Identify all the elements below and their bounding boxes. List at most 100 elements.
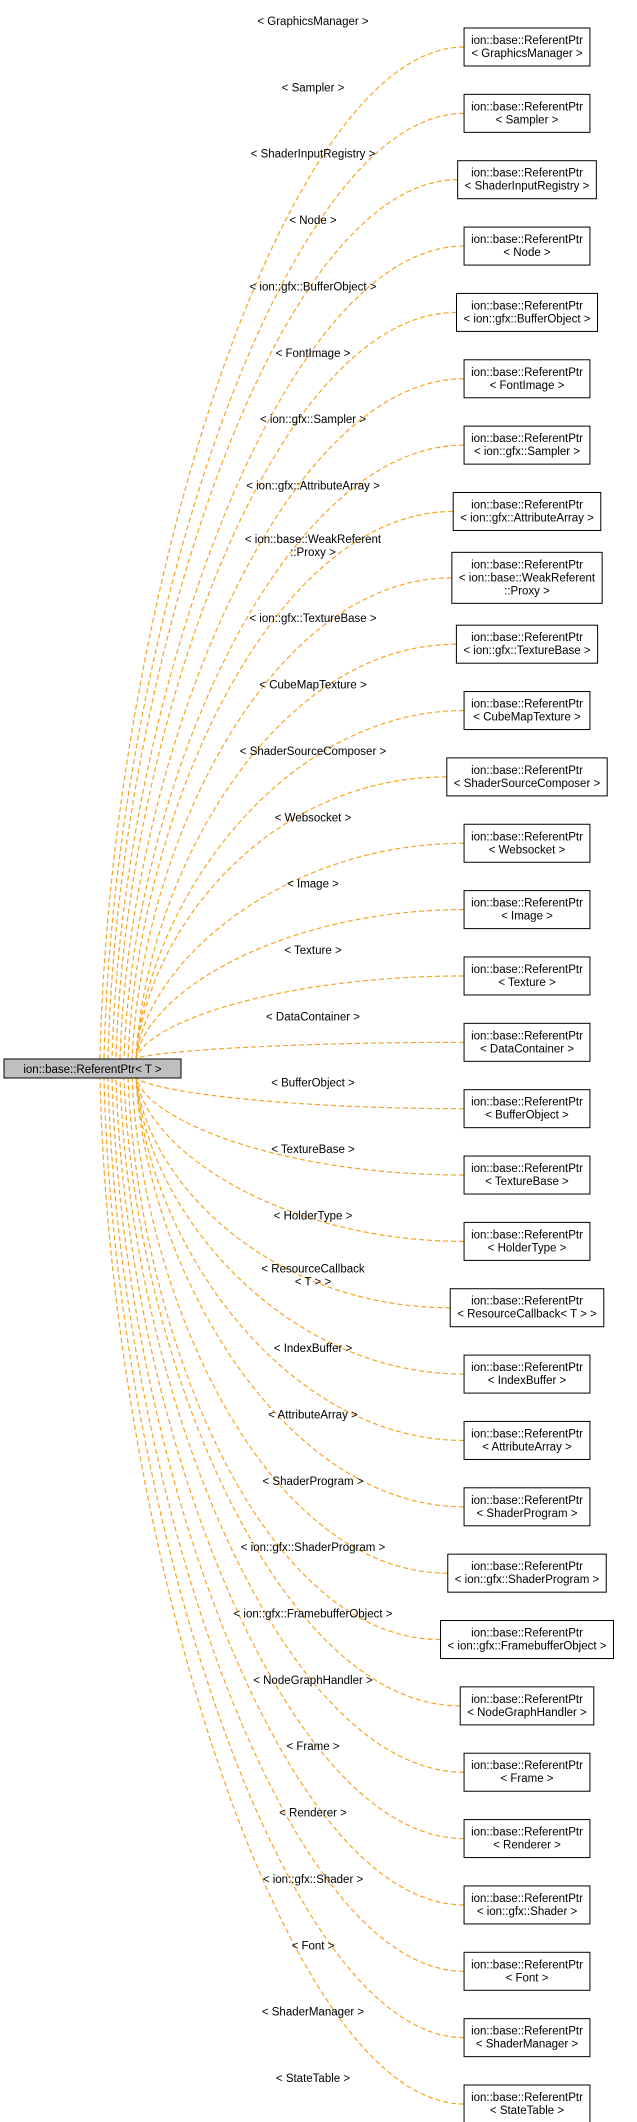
class-node[interactable]: ion::base::ReferentPtr< NodeGraphHandler… <box>459 1686 595 1726</box>
edge-label: < StateTable > <box>276 2073 350 2085</box>
class-node-box <box>463 359 591 399</box>
class-node[interactable]: ion::base::ReferentPtr< ion::base::WeakR… <box>451 551 603 604</box>
inheritance-edge <box>104 1071 465 1972</box>
inheritance-edge <box>112 1071 465 1840</box>
class-node-label: ion::base::ReferentPtr <box>471 1362 583 1374</box>
inheritance-edge <box>132 1071 465 1375</box>
class-node[interactable]: ion::base::ReferentPtr< ion::gfx::Attrib… <box>452 491 602 531</box>
edge-label: < BufferObject > <box>271 1078 355 1090</box>
class-node[interactable]: ion::base::ReferentPtr< Image > <box>463 890 591 930</box>
edge-label: < TextureBase > <box>271 1144 355 1156</box>
class-node-label: ion::base::ReferentPtr <box>471 765 583 777</box>
class-node-label: < GraphicsManager > <box>471 48 583 60</box>
class-node-label: ion::base::ReferentPtr <box>471 699 583 711</box>
class-node-box <box>459 1686 595 1726</box>
class-node[interactable]: ion::base::ReferentPtr< StateTable > <box>463 2084 591 2122</box>
edge-label: < IndexBuffer > <box>274 1343 353 1355</box>
class-node[interactable]: ion::base::ReferentPtr< Sampler > <box>463 93 591 133</box>
class-node-box <box>463 425 591 465</box>
class-node-box <box>463 823 591 863</box>
class-node-label: ion::base::ReferentPtr <box>471 964 583 976</box>
class-node-label: < Websocket > <box>489 844 566 856</box>
inheritance-edge <box>116 378 465 1065</box>
class-node-box <box>463 27 591 67</box>
class-node-label: ion::base::ReferentPtr <box>471 300 583 312</box>
edge-label: < Font > <box>292 1940 335 1952</box>
class-node[interactable]: ion::base::ReferentPtr< HolderType > <box>463 1221 591 1261</box>
class-node-label: ion::base::ReferentPtr <box>471 1495 583 1507</box>
class-node-label: < ion::gfx::BufferObject > <box>464 313 591 325</box>
class-node-label: < ShaderProgram > <box>476 1508 577 1520</box>
edge-label: < ShaderSourceComposer > <box>240 746 387 758</box>
class-node-box <box>463 2084 591 2122</box>
inheritance-edge <box>132 909 465 1065</box>
class-node-box <box>449 1288 605 1328</box>
class-node-label: < Node > <box>503 247 551 259</box>
class-node-label: ion::base::ReferentPtr <box>471 433 583 445</box>
class-node[interactable]: ion::base::ReferentPtr< ShaderProgram > <box>463 1487 591 1527</box>
class-node-label: < ion::gfx::Sampler > <box>474 446 580 458</box>
class-node-box <box>457 160 597 200</box>
class-node-label: < ShaderManager > <box>476 2039 579 2051</box>
class-node[interactable]: ion::base::ReferentPtr< Frame > <box>463 1752 591 1792</box>
edge-label: < CubeMapTexture > <box>259 680 367 692</box>
class-node[interactable]: ion::base::ReferentPtr< ion::gfx::Sample… <box>463 425 591 465</box>
edge-label-layer: < GraphicsManager >< Sampler >< ShaderIn… <box>234 16 393 2085</box>
inheritance-edge <box>108 1071 465 1906</box>
class-node-label: < ion::gfx::FramebufferObject > <box>448 1641 607 1653</box>
class-node-label: ion::base::ReferentPtr <box>471 2026 583 2038</box>
class-node-label: < HolderType > <box>488 1242 567 1254</box>
root-node[interactable]: ion::base::ReferentPtr< T > <box>3 1058 182 1079</box>
class-node-label: ion::base::ReferentPtr <box>471 234 583 246</box>
edge-label: < Image > <box>287 879 339 891</box>
class-node-label: ion::base::ReferentPtr <box>471 831 583 843</box>
class-node-label: < DataContainer > <box>480 1043 574 1055</box>
edge-label: < ion::base::WeakReferent <box>245 534 382 546</box>
class-node-box <box>463 691 591 731</box>
class-node-label: ion::base::ReferentPtr <box>471 1229 583 1241</box>
class-node[interactable]: ion::base::ReferentPtr< BufferObject > <box>463 1089 591 1129</box>
class-node[interactable]: ion::base::ReferentPtr< ion::gfx::Shader… <box>447 1553 607 1593</box>
class-node-box <box>463 1951 591 1991</box>
class-node-label: < ion::gfx::TextureBase > <box>463 645 590 657</box>
class-node-box <box>440 1620 614 1660</box>
class-node[interactable]: ion::base::ReferentPtr< ShaderManager > <box>463 2018 591 2058</box>
class-node-label: ion::base::ReferentPtr <box>471 2092 583 2104</box>
class-node-box <box>463 956 591 996</box>
edge-label: < ion::gfx::Sampler > <box>260 414 366 426</box>
edge-label: < Websocket > <box>275 812 352 824</box>
class-node[interactable]: ion::base::ReferentPtr< Websocket > <box>463 823 591 863</box>
inheritance-edge <box>131 975 465 1065</box>
class-node-label: ::Proxy > <box>504 585 550 597</box>
class-node[interactable]: ion::base::ReferentPtr< ShaderSourceComp… <box>446 757 608 797</box>
class-node[interactable]: ion::base::ReferentPtr< DataContainer > <box>463 1022 591 1062</box>
class-node-box <box>463 1752 591 1792</box>
inheritance-edge <box>131 1071 465 1176</box>
class-node[interactable]: ion::base::ReferentPtr< CubeMapTexture > <box>463 691 591 731</box>
class-node[interactable]: ion::base::ReferentPtr< FontImage > <box>463 359 591 399</box>
class-node[interactable]: ion::base::ReferentPtr< AttributeArray > <box>463 1420 591 1460</box>
class-node[interactable]: ion::base::ReferentPtr< ion::gfx::Shader… <box>463 1885 591 1925</box>
class-node[interactable]: ion::base::ReferentPtr< Texture > <box>463 956 591 996</box>
class-node-box <box>452 491 602 531</box>
class-node[interactable]: ion::base::ReferentPtr< ResourceCallback… <box>449 1288 605 1328</box>
class-node-label: ion::base::ReferentPtr <box>471 1296 583 1308</box>
class-node[interactable]: ion::base::ReferentPtr< ion::gfx::Buffer… <box>456 292 598 332</box>
edge-label: < Sampler > <box>282 82 345 94</box>
class-node[interactable]: ion::base::ReferentPtr< ion::gfx::Frameb… <box>440 1620 614 1660</box>
class-node-label: < ResourceCallback< T > > <box>457 1309 597 1321</box>
edge-label: < ion::gfx::FramebufferObject > <box>234 1609 393 1621</box>
class-node[interactable]: ion::base::ReferentPtr< Font > <box>463 1951 591 1991</box>
class-node[interactable]: ion::base::ReferentPtr< IndexBuffer > <box>463 1354 591 1394</box>
class-node[interactable]: ion::base::ReferentPtr< ShaderInputRegis… <box>457 160 597 200</box>
class-node[interactable]: ion::base::ReferentPtr< TextureBase > <box>463 1155 591 1195</box>
class-node-box <box>463 890 591 930</box>
class-node-label: < Font > <box>506 1972 549 1984</box>
class-node[interactable]: ion::base::ReferentPtr< ion::gfx::Textur… <box>455 624 599 664</box>
class-node-label: < TextureBase > <box>485 1176 569 1188</box>
root-node-label: ion::base::ReferentPtr< T > <box>23 1064 162 1076</box>
class-node[interactable]: ion::base::ReferentPtr< Renderer > <box>463 1819 591 1859</box>
class-node[interactable]: ion::base::ReferentPtr< GraphicsManager … <box>463 27 591 67</box>
class-node[interactable]: ion::base::ReferentPtr< Node > <box>463 226 591 266</box>
